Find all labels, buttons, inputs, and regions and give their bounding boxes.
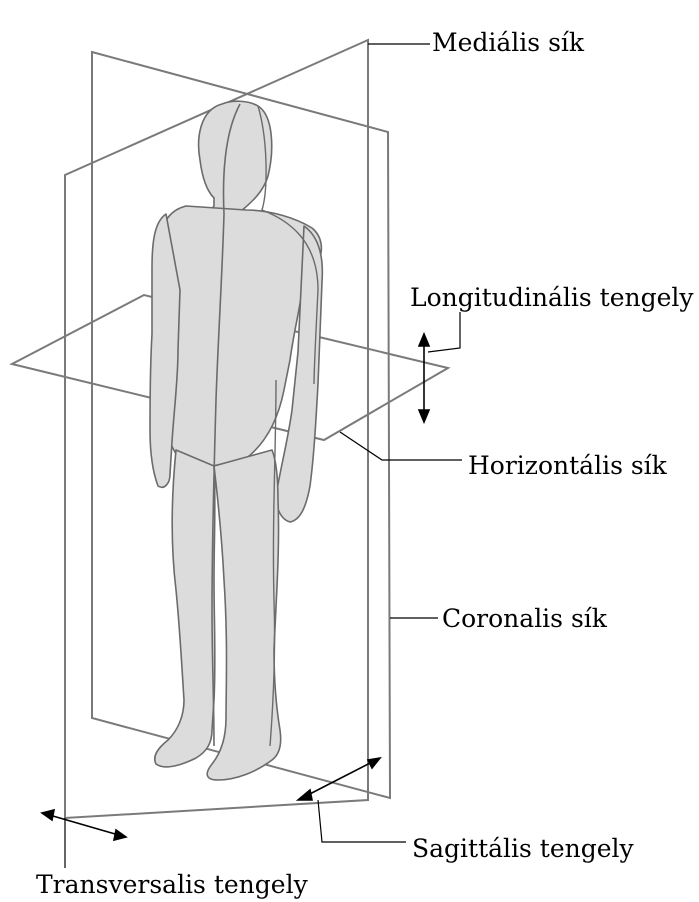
label-medialis-plane: Mediális sík [432, 30, 584, 55]
leg-right [155, 450, 215, 767]
longitudinal-axis-arrow [419, 334, 429, 422]
leg-left [207, 450, 281, 780]
label-sagittal-axis: Sagittális tengely [412, 836, 634, 861]
leader-horizontalis [340, 432, 462, 460]
leader-longitudinalis [428, 312, 460, 352]
label-coronal-plane: Coronalis sík [442, 606, 607, 631]
leader-sagittalis [318, 800, 406, 842]
human-figure [150, 101, 322, 780]
label-horizontal-plane: Horizontális sík [468, 453, 667, 478]
label-transversal-axis: Transversalis tengely [36, 872, 308, 897]
label-longitudinal-axis: Longitudinális tengely [410, 285, 694, 310]
